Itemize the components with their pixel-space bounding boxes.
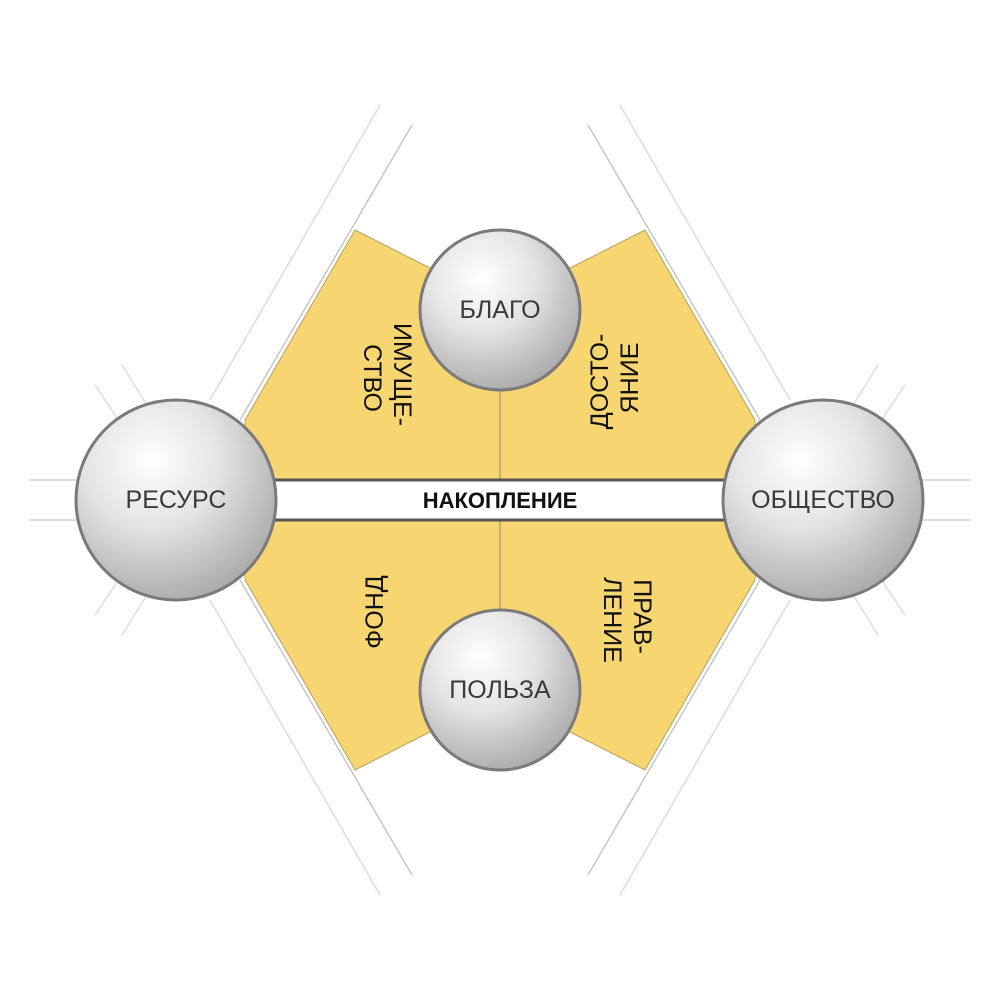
guide-line <box>587 579 761 876</box>
sector-label-bottom-right: ПРАВ- ЛЕНИЕ <box>598 577 656 663</box>
sector-label-line: ПРАВ- <box>628 579 656 654</box>
sector-label-top-right: ДОСТО- ЯНИЕ <box>586 327 644 429</box>
sector-label-line: ФОНД <box>361 575 389 649</box>
guide-line <box>619 104 791 401</box>
guide-line <box>239 579 413 876</box>
node-label-left: РЕСУРС <box>126 486 227 514</box>
node-label-top: БЛАГО <box>459 296 540 324</box>
node-sphere <box>418 228 582 392</box>
node-label-right: ОБЩЕСТВО <box>751 486 895 514</box>
node-sphere <box>74 398 278 602</box>
guide-line <box>849 364 879 411</box>
guide-line <box>121 364 151 411</box>
guide-line <box>121 589 151 636</box>
sector-label-line: ЛЕНИЕ <box>598 577 626 663</box>
node-sphere <box>418 608 582 772</box>
guide-line <box>619 599 791 896</box>
sector-label-line: ИМУЩЕ- <box>388 323 416 426</box>
guide-line <box>587 124 761 421</box>
sector-label-bottom-left: ФОНД <box>361 575 389 649</box>
sector-label-line: ЯНИЕ <box>616 343 644 414</box>
node-sphere <box>721 398 925 602</box>
guide-line <box>209 104 381 401</box>
guide-line <box>209 599 381 896</box>
node-top: БЛАГО <box>418 228 582 392</box>
node-bottom: ПОЛЬЗА <box>418 608 582 772</box>
node-label-bottom: ПОЛЬЗА <box>449 676 551 704</box>
node-right: ОБЩЕСТВО <box>721 398 925 602</box>
sector-label-line: ДОСТО- <box>586 334 614 430</box>
guide-line <box>239 124 413 421</box>
guide-line <box>849 589 879 636</box>
sector-label-top-left: ИМУЩЕ- СТВО <box>358 323 416 433</box>
node-left: РЕСУРС <box>74 398 278 602</box>
sector-label-line: СТВО <box>358 344 386 412</box>
accumulation-bar-label: НАКОПЛЕНИЕ <box>423 488 578 513</box>
guide-lines <box>30 104 970 896</box>
